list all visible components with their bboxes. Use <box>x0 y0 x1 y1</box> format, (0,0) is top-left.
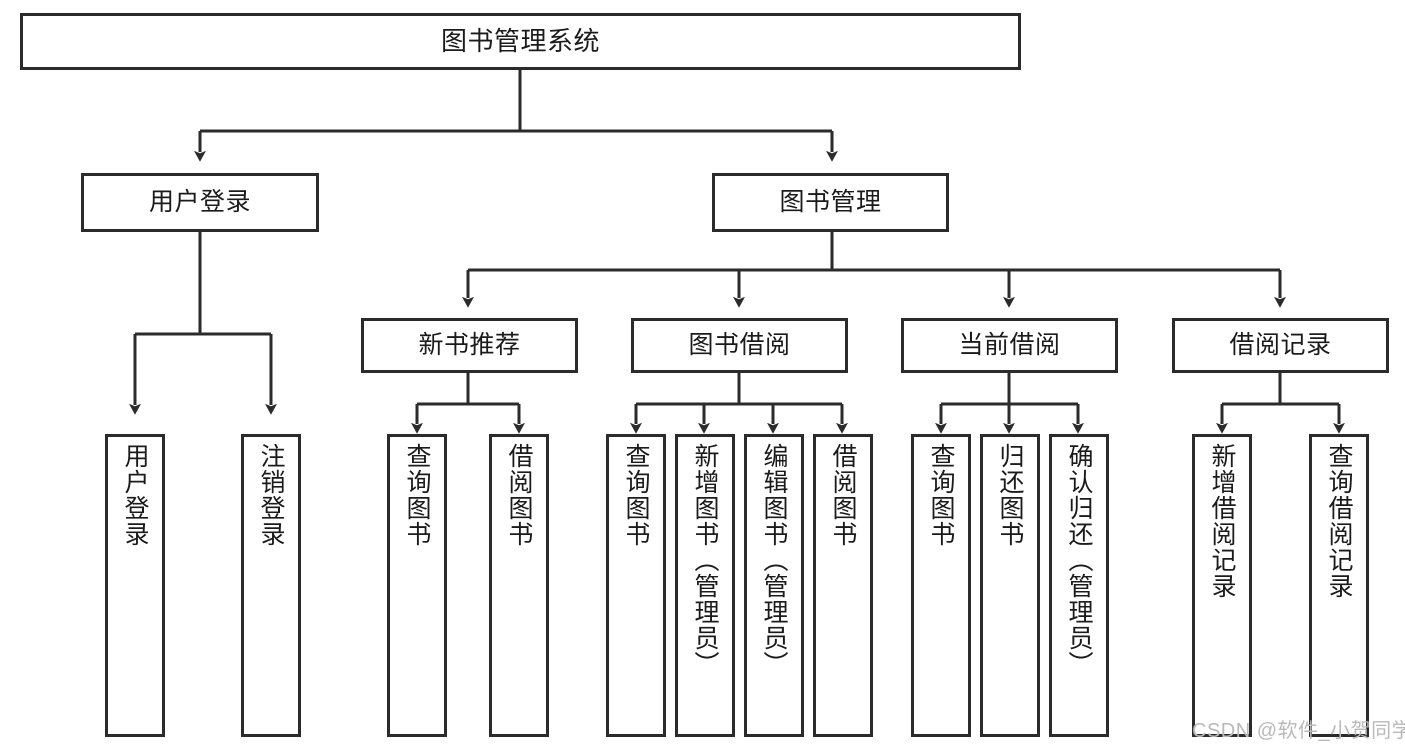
node-leaf-edit-book-label: 编辑图书（管理员） <box>760 443 788 677</box>
node-current-borrow-label: 当前借阅 <box>958 330 1061 359</box>
node-leaf-borrow-book-a[interactable]: 借阅图书 <box>489 434 549 737</box>
node-leaf-query-record[interactable]: 查询借阅记录 <box>1309 434 1369 737</box>
node-new-book-recommend[interactable]: 新书推荐 <box>361 318 578 373</box>
node-book-borrow[interactable]: 图书借阅 <box>631 318 848 373</box>
node-root-system-label: 图书管理系统 <box>440 26 600 57</box>
node-leaf-user-login[interactable]: 用户登录 <box>105 434 165 737</box>
node-book-borrow-label: 图书借阅 <box>688 330 791 359</box>
node-borrow-record[interactable]: 借阅记录 <box>1172 318 1389 373</box>
node-leaf-borrow-book-b-label: 借阅图书 <box>829 443 857 547</box>
node-leaf-query-book-b[interactable]: 查询图书 <box>606 434 666 737</box>
csdn-watermark: CSDN @软件_小贺同学 <box>1192 720 1405 742</box>
node-borrow-record-label: 借阅记录 <box>1229 330 1332 359</box>
node-leaf-query-book-c-label: 查询图书 <box>927 443 955 547</box>
node-leaf-logout[interactable]: 注销登录 <box>241 434 301 737</box>
node-leaf-confirm-return-label: 确认归还（管理员） <box>1065 443 1093 677</box>
node-leaf-query-book-b-label: 查询图书 <box>622 443 650 547</box>
node-user-login[interactable]: 用户登录 <box>81 173 319 232</box>
node-leaf-add-record-label: 新增借阅记录 <box>1208 443 1236 599</box>
node-leaf-borrow-book-a-label: 借阅图书 <box>505 443 533 547</box>
node-leaf-borrow-book-b[interactable]: 借阅图书 <box>813 434 873 737</box>
node-leaf-query-book-a[interactable]: 查询图书 <box>387 434 447 737</box>
node-book-manage-label: 图书管理 <box>779 187 882 216</box>
node-leaf-query-book-c[interactable]: 查询图书 <box>911 434 971 737</box>
node-leaf-add-book-label: 新增图书（管理员） <box>691 443 719 677</box>
node-book-manage[interactable]: 图书管理 <box>712 173 949 232</box>
node-current-borrow[interactable]: 当前借阅 <box>901 318 1118 373</box>
node-user-login-label: 用户登录 <box>148 187 251 216</box>
node-leaf-query-record-label: 查询借阅记录 <box>1325 443 1353 599</box>
node-leaf-logout-label: 注销登录 <box>257 443 285 547</box>
node-leaf-add-book[interactable]: 新增图书（管理员） <box>675 434 735 737</box>
node-root-system[interactable]: 图书管理系统 <box>20 13 1021 70</box>
node-leaf-return-book-label: 归还图书 <box>996 443 1024 547</box>
node-leaf-confirm-return[interactable]: 确认归还（管理员） <box>1049 434 1109 737</box>
node-leaf-edit-book[interactable]: 编辑图书（管理员） <box>744 434 804 737</box>
node-leaf-user-login-label: 用户登录 <box>121 443 149 547</box>
node-new-book-recommend-label: 新书推荐 <box>418 330 521 359</box>
node-leaf-return-book[interactable]: 归还图书 <box>980 434 1040 737</box>
node-leaf-add-record[interactable]: 新增借阅记录 <box>1192 434 1252 737</box>
node-leaf-query-book-a-label: 查询图书 <box>403 443 431 547</box>
